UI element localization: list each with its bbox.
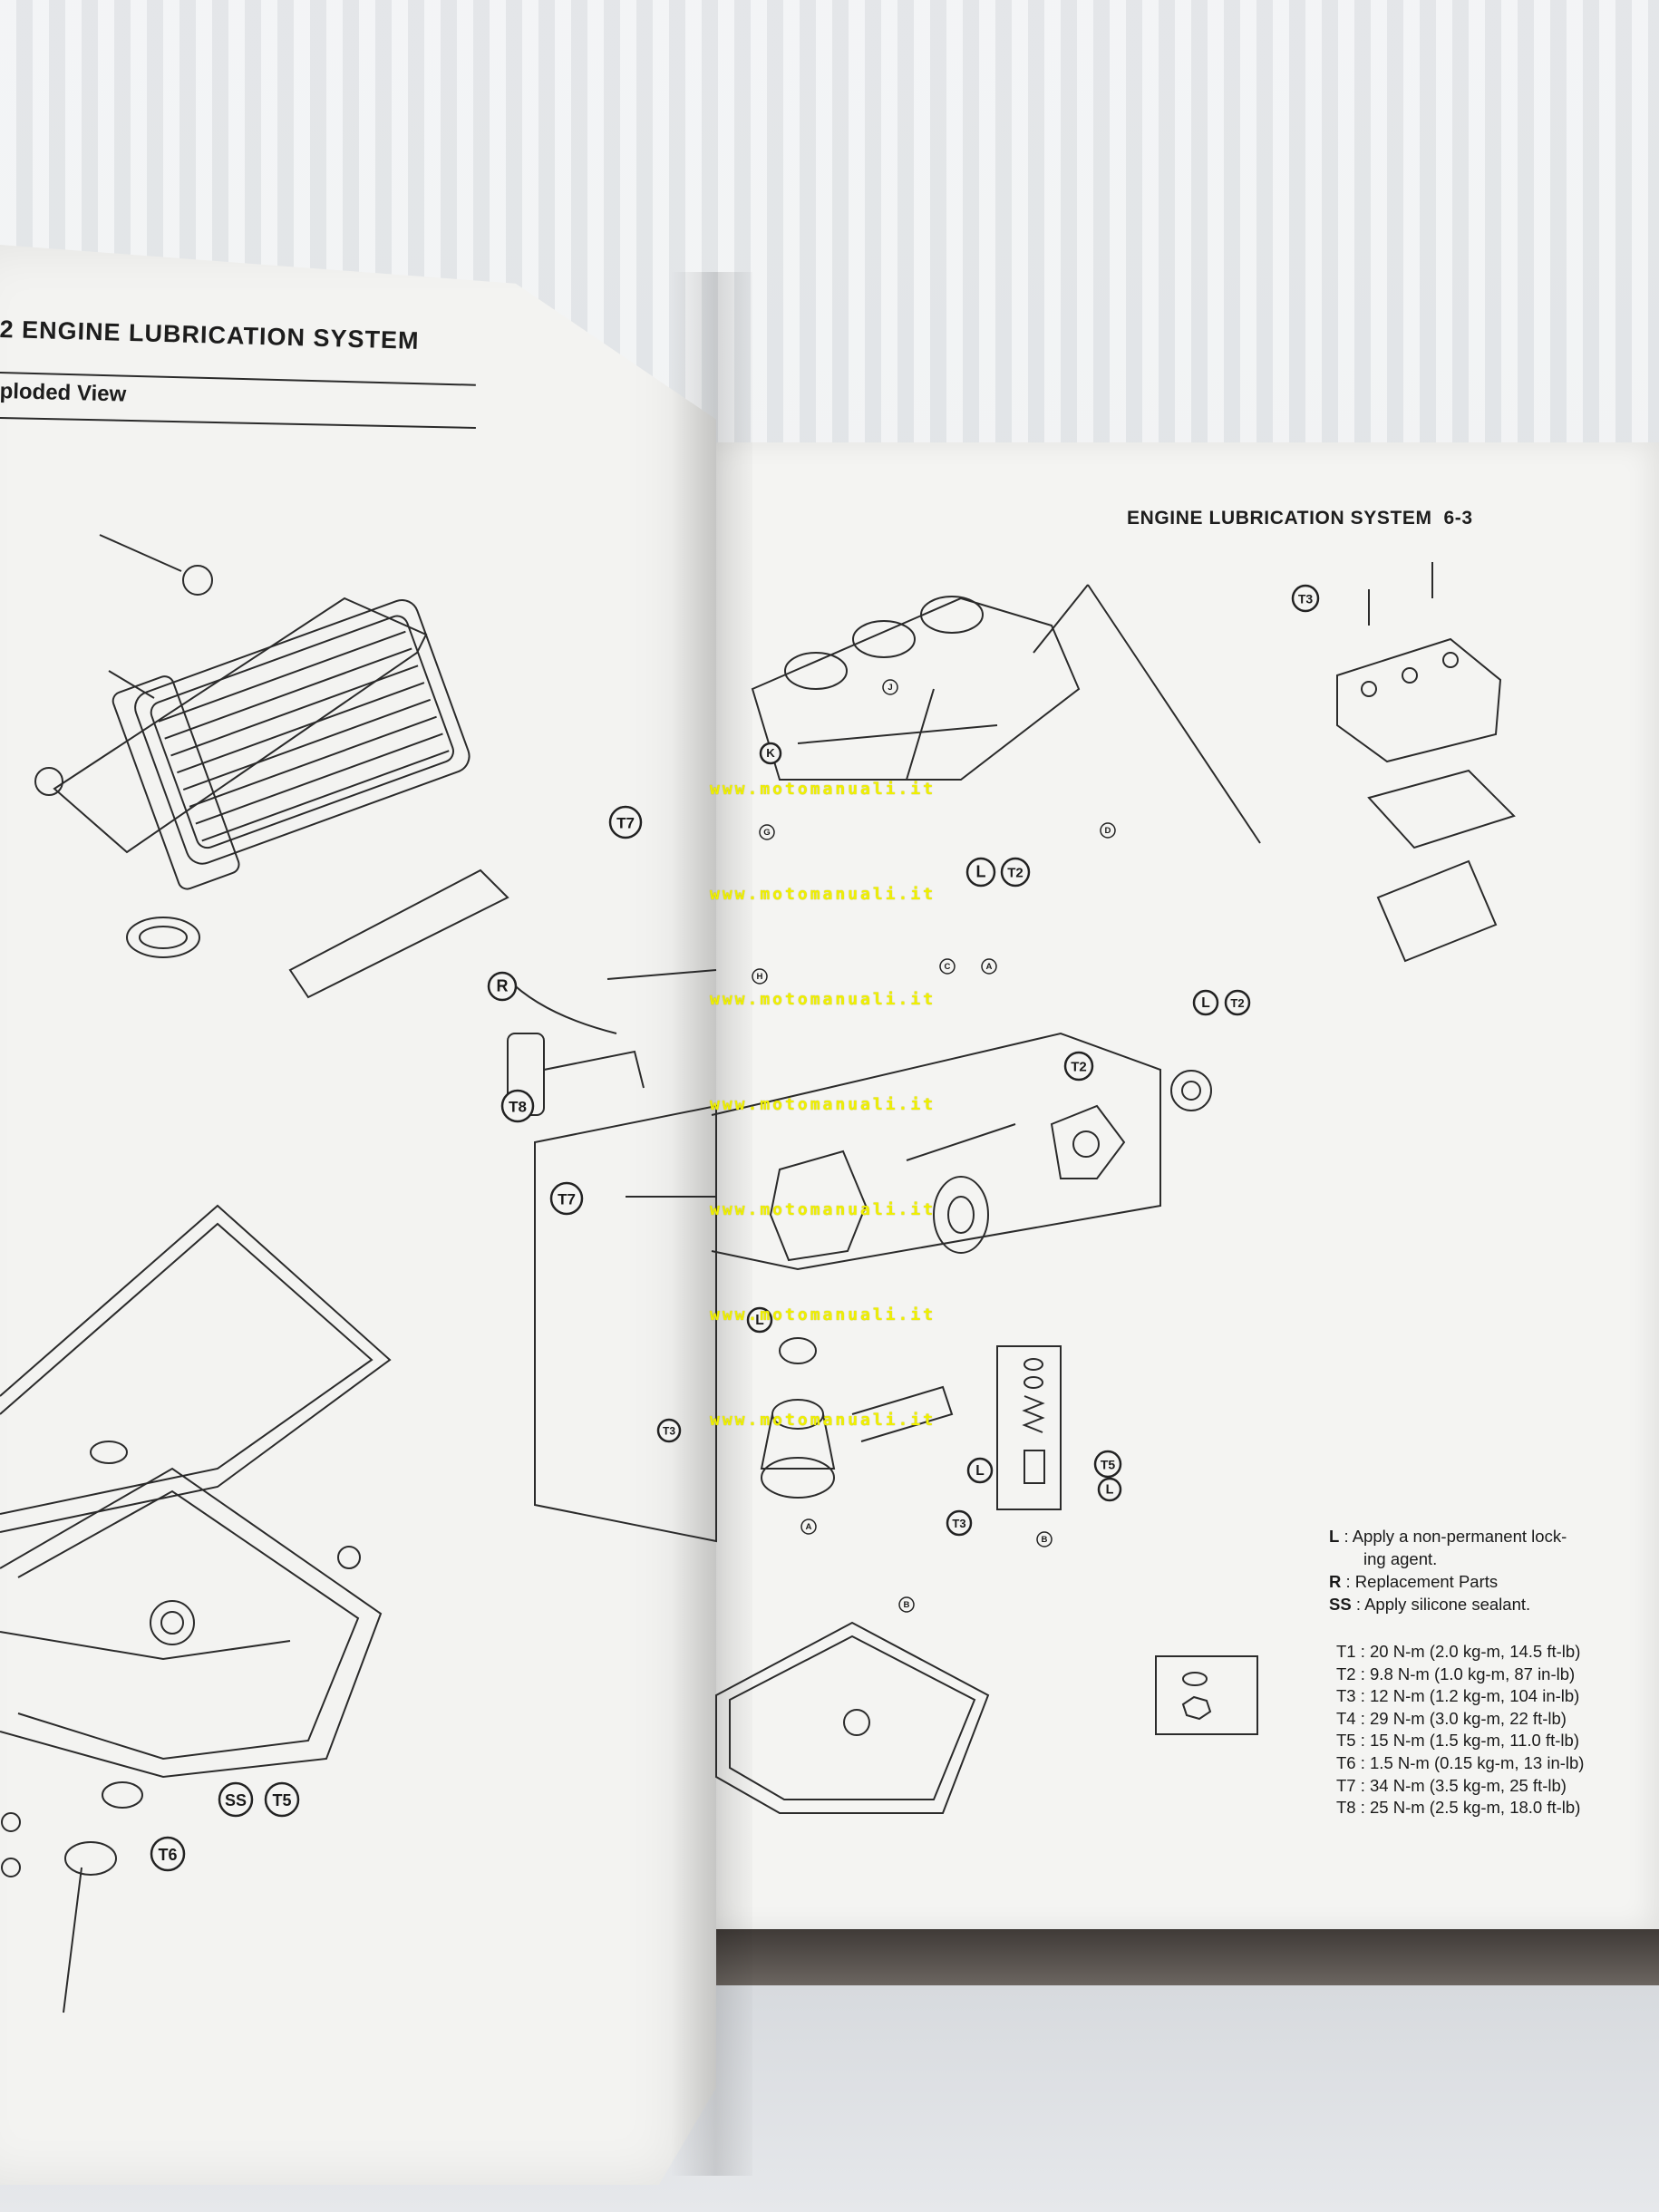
book-cover-edge — [707, 1922, 1659, 1985]
torque-spec-t1: T1 : 20 N-m (2.0 kg-m, 14.5 ft-lb) — [1336, 1642, 1581, 1661]
svg-text:T8: T8 — [509, 1098, 527, 1115]
svg-text:T3: T3 — [663, 1425, 675, 1438]
svg-text:T3: T3 — [1298, 591, 1314, 606]
svg-text:B: B — [904, 1600, 910, 1610]
callout-a: A — [800, 1518, 817, 1535]
callout-t2: T2 — [1224, 989, 1251, 1016]
svg-text:D: D — [1105, 826, 1111, 836]
callout-l: L — [1192, 989, 1219, 1016]
svg-text:L: L — [976, 863, 986, 881]
svg-text:T3: T3 — [952, 1517, 965, 1530]
svg-text:A: A — [986, 962, 993, 972]
callout-t5: T5 — [264, 1781, 300, 1818]
svg-text:T7: T7 — [616, 814, 635, 831]
callout-t5: T5 — [1093, 1450, 1122, 1479]
callout-ss: SS — [218, 1781, 254, 1818]
watermark-6: www.motomanuali.it — [710, 1305, 936, 1324]
callout-t7: T7 — [549, 1181, 584, 1216]
callout-a: A — [981, 958, 997, 975]
legend-item: L : Apply a non-permanent lock- — [1329, 1527, 1567, 1546]
svg-text:T5: T5 — [272, 1791, 291, 1809]
watermark-4: www.motomanuali.it — [710, 1095, 936, 1114]
callout-k: K — [759, 742, 782, 765]
svg-text:SS: SS — [225, 1791, 247, 1809]
torque-spec-t2: T2 : 9.8 N-m (1.0 kg-m, 87 in-lb) — [1336, 1664, 1576, 1683]
callout-l: L — [965, 857, 996, 888]
callout-h: H — [752, 968, 768, 985]
svg-text:B: B — [1042, 1535, 1048, 1545]
svg-text:A: A — [806, 1522, 812, 1532]
callout-t6: T6 — [150, 1836, 186, 1872]
svg-text:K: K — [766, 746, 775, 760]
left-page — [0, 245, 716, 2185]
svg-text:H: H — [757, 972, 763, 982]
callout-t8: T8 — [500, 1089, 535, 1123]
callout-g: G — [759, 824, 775, 840]
torque-spec-t5: T5 : 15 N-m (1.5 kg-m, 11.0 ft-lb) — [1336, 1731, 1579, 1751]
legend-item: ing agent. — [1363, 1549, 1438, 1568]
torque-specs: T1 : 20 N-m (2.0 kg-m, 14.5 ft-lb) T2 : … — [1336, 1641, 1584, 1819]
callout-l: L — [746, 1306, 773, 1334]
watermark-3: www.motomanuali.it — [710, 990, 936, 1009]
callout-t2: T2 — [1000, 857, 1031, 888]
oil-cooler — [112, 599, 471, 890]
right-diagram-linework — [711, 562, 1516, 1814]
callout-l: L — [966, 1457, 994, 1484]
watermark-1: www.motomanuali.it — [710, 780, 936, 799]
svg-text:L: L — [1201, 995, 1210, 1011]
left-diagram-linework — [0, 534, 717, 2013]
callout-t3: T3 — [1291, 584, 1320, 613]
callout-t2: T2 — [1063, 1051, 1094, 1082]
right-page — [716, 442, 1659, 1929]
watermark-7: www.motomanuali.it — [710, 1411, 936, 1430]
svg-text:T5: T5 — [1101, 1457, 1116, 1471]
callout-t3: T3 — [946, 1509, 973, 1537]
svg-text:C: C — [945, 962, 951, 972]
callout-l: L — [1097, 1477, 1122, 1502]
svg-text:T6: T6 — [158, 1846, 177, 1864]
callout-j: J — [882, 679, 898, 695]
torque-spec-t8: T8 : 25 N-m (2.5 kg-m, 18.0 ft-lb) — [1336, 1798, 1581, 1818]
legend: L : Apply a non-permanent lock- ing agen… — [1329, 1525, 1567, 1615]
svg-text:R: R — [497, 977, 509, 995]
callout-b: B — [898, 1596, 915, 1613]
callout-c: C — [939, 958, 956, 975]
torque-spec-t7: T7 : 34 N-m (3.5 kg-m, 25 ft-lb) — [1336, 1775, 1567, 1795]
legend-item: SS : Apply silicone sealant. — [1329, 1595, 1531, 1614]
svg-text:L: L — [1106, 1483, 1114, 1498]
callout-b: B — [1036, 1531, 1053, 1547]
svg-text:L: L — [755, 1313, 764, 1328]
svg-text:J: J — [888, 683, 892, 693]
svg-text:L: L — [975, 1463, 985, 1479]
legend-item: R : Replacement Parts — [1329, 1572, 1499, 1591]
book-gutter-shadow — [671, 272, 752, 2176]
callout-t7: T7 — [608, 805, 643, 839]
torque-spec-t3: T3 : 12 N-m (1.2 kg-m, 104 in-lb) — [1336, 1686, 1580, 1706]
svg-text:T2: T2 — [1071, 1060, 1087, 1075]
callout-d: D — [1100, 822, 1116, 839]
svg-text:T2: T2 — [1230, 996, 1244, 1010]
torque-spec-t6: T6 : 1.5 N-m (0.15 kg-m, 13 in-lb) — [1336, 1752, 1585, 1772]
watermark-2: www.motomanuali.it — [710, 885, 936, 904]
right-page-number: 6-3 — [1443, 508, 1473, 529]
svg-text:G: G — [763, 828, 770, 838]
callout-r: R — [487, 971, 518, 1002]
torque-spec-t4: T4 : 29 N-m (3.0 kg-m, 22 ft-lb) — [1336, 1708, 1567, 1728]
watermark-5: www.motomanuali.it — [710, 1200, 936, 1219]
right-page-header: ENGINE LUBRICATION SYSTEM 6-3 — [1127, 508, 1473, 529]
svg-text:T7: T7 — [558, 1190, 576, 1208]
callout-t3: T3 — [656, 1418, 682, 1443]
right-header-title: ENGINE LUBRICATION SYSTEM — [1127, 508, 1432, 529]
svg-text:T2: T2 — [1007, 866, 1024, 881]
